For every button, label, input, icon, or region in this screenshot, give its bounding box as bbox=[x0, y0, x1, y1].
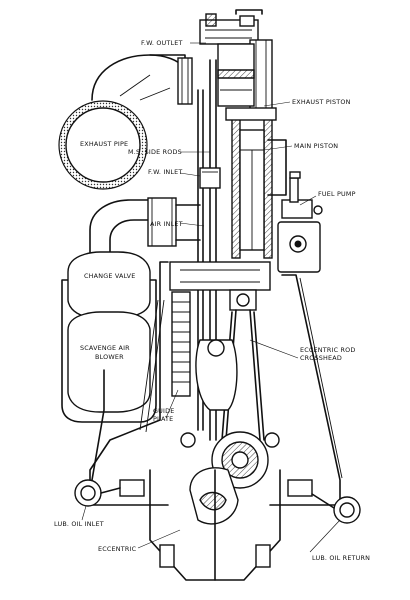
label-eccentric-rod: ECCENTRIC ROD bbox=[300, 346, 356, 354]
label-main-piston: MAIN PISTON bbox=[294, 142, 338, 150]
label-blower: BLOWER bbox=[95, 353, 124, 361]
label-lub-oil-return: LUB. OIL RETURN bbox=[312, 554, 370, 562]
label-plate: PLATE bbox=[153, 415, 173, 423]
fuel-pump bbox=[277, 171, 323, 273]
cylinder-head bbox=[199, 9, 273, 111]
crosshead-and-rods bbox=[180, 289, 280, 448]
leader-lines bbox=[81, 42, 341, 553]
scavenge-air-blower bbox=[61, 251, 157, 423]
guide-plate bbox=[171, 291, 191, 397]
label-change-valve: CHANGE VALVE bbox=[84, 272, 135, 280]
label-exhaust-piston: EXHAUST PISTON bbox=[292, 98, 351, 106]
lub-oil-inlet-pipe bbox=[74, 369, 121, 507]
label-exhaust-pipe: EXHAUST PIPE bbox=[80, 140, 128, 148]
label-guide: GUIDE bbox=[153, 407, 174, 415]
engine-frame bbox=[89, 261, 343, 506]
label-fw-outlet: F.W. OUTLET bbox=[141, 39, 183, 47]
label-eccentric: ECCENTRIC bbox=[98, 545, 137, 553]
label-scavenge-air: SCAVENGE AIR bbox=[80, 344, 130, 352]
label-lub-oil-inlet: LUB. OIL INLET bbox=[54, 520, 104, 528]
label-air-inlet: AIR INLET bbox=[150, 220, 183, 228]
labels: F.W. OUTLET EXHAUST PISTON EXHAUST PIPE … bbox=[54, 39, 370, 562]
label-crosshead: CROSSHEAD bbox=[300, 354, 342, 362]
label-ms-side-rods: M.S. SIDE RODS bbox=[128, 148, 182, 156]
crankcase bbox=[119, 431, 313, 581]
air-inlet bbox=[89, 197, 201, 283]
label-fw-inlet: F.W. INLET bbox=[148, 168, 183, 176]
lub-oil-return-pipe bbox=[311, 493, 361, 524]
main-cylinder bbox=[225, 107, 287, 259]
label-fuel-pump: FUEL PUMP bbox=[318, 190, 356, 198]
exhaust-pipe bbox=[58, 54, 193, 190]
